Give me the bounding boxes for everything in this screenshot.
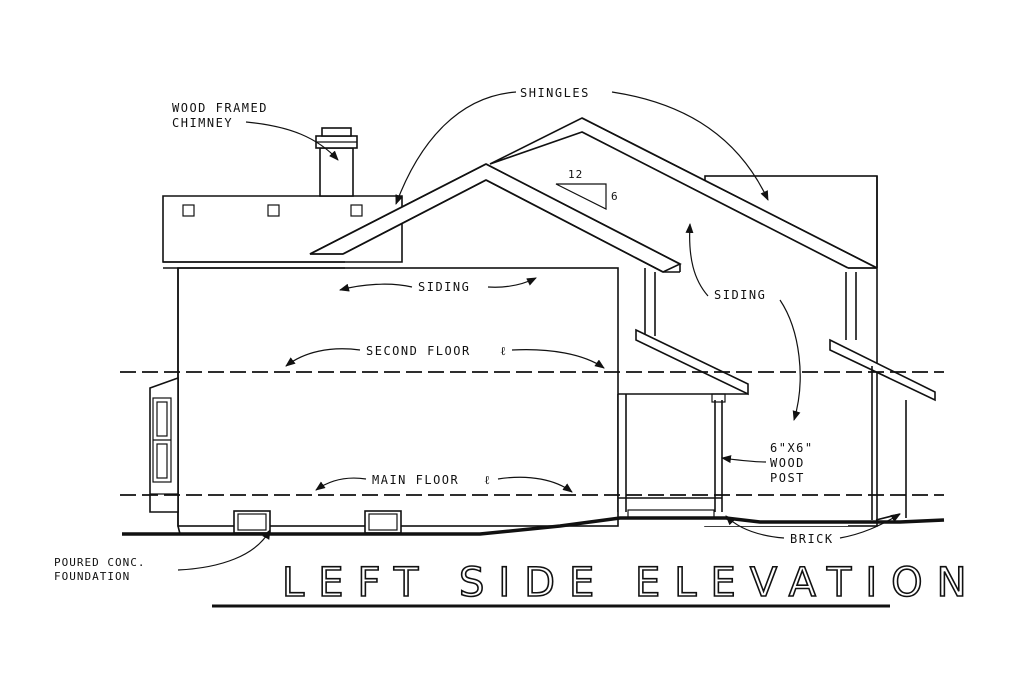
label-second-floor: SECOND FLOOR (366, 344, 471, 358)
label-post-3: POST (770, 471, 805, 485)
label-main-floor-symbol: ℓ (484, 473, 491, 487)
front-gable (309, 163, 682, 273)
label-wood-framed: WOOD FRAMED (172, 101, 268, 115)
pitch-symbol: 12 6 (555, 168, 619, 210)
label-main-floor: MAIN FLOOR (372, 473, 459, 487)
pitch-run: 12 (568, 168, 583, 181)
chimney (315, 127, 358, 197)
annotations: WOOD FRAMED CHIMNEY SHINGLES SIDING SIDI… (54, 86, 901, 583)
label-siding-left: SIDING (418, 280, 470, 294)
label-shingles: SHINGLES (520, 86, 590, 100)
label-siding-right: SIDING (714, 288, 766, 302)
label-foundation-1: POURED CONC. (54, 556, 145, 569)
rear-gable (489, 117, 878, 526)
title-text: LEFT SIDE ELEVATION (282, 560, 981, 606)
drawing-title: LEFT SIDE ELEVATION (212, 559, 981, 608)
label-post-1: 6"X6" (770, 441, 814, 455)
roof-vent (350, 204, 363, 217)
label-foundation-2: FOUNDATION (54, 570, 130, 583)
left-wall (177, 267, 619, 527)
roof-vent (182, 204, 195, 217)
building: 12 6 (122, 117, 945, 536)
label-post-2: WOOD (770, 456, 805, 470)
label-chimney: CHIMNEY (172, 116, 233, 130)
label-brick: BRICK (790, 532, 834, 546)
grade-line (122, 516, 945, 536)
bay-window (149, 376, 179, 513)
label-second-floor-symbol: ℓ (500, 344, 507, 358)
roof-vent (267, 204, 280, 217)
pitch-rise: 6 (611, 190, 619, 203)
